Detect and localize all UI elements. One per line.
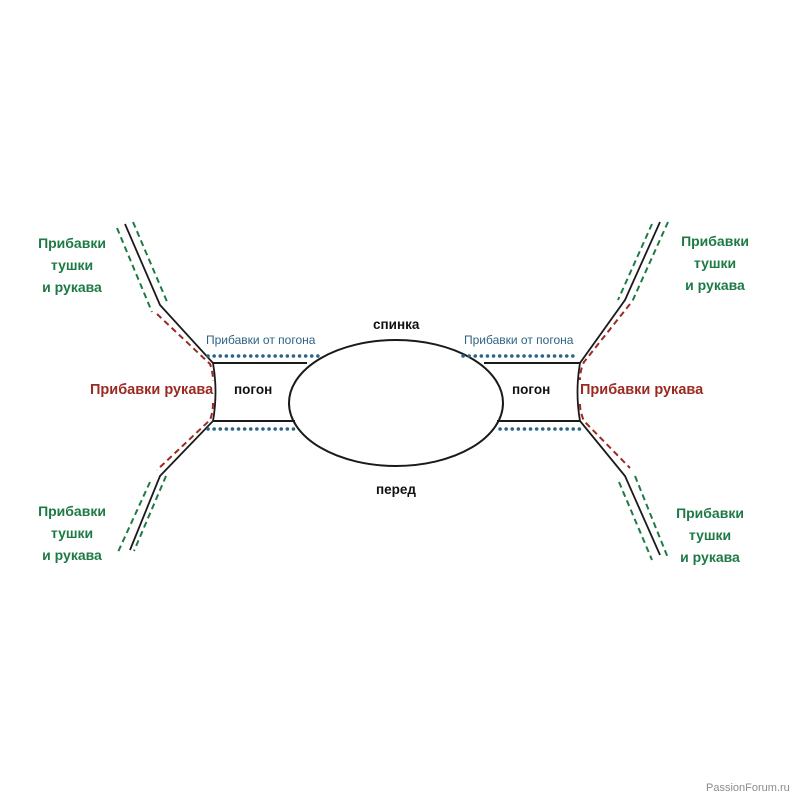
strap-increase-label-right: Прибавки от погона: [464, 333, 574, 347]
strap-right: [484, 362, 580, 422]
strap-increase-label-left: Прибавки от погона: [206, 333, 316, 347]
body-sleeve-increase-dashes: [116, 221, 669, 561]
strap-increase-dots: [206, 354, 582, 431]
strap-left: [213, 362, 307, 422]
sleeve-increase-dashes: [156, 303, 631, 471]
body-sleeve-increase-label-bottom-left: Прибавки тушки и рукава: [38, 503, 106, 563]
raglan-lines: [124, 221, 661, 556]
front-label: перед: [376, 482, 416, 497]
neck-opening: [288, 339, 504, 467]
sleeve-increase-label-left: Прибавки рукава: [90, 382, 214, 398]
back-label: спинка: [373, 317, 420, 332]
strap-label-left: погон: [234, 382, 273, 397]
watermark: PassionForum.ru: [706, 782, 790, 794]
strap-label-right: погон: [512, 382, 551, 397]
body-sleeve-increase-label-bottom-right: Прибавки тушки и рукава: [676, 505, 744, 565]
sleeve-increase-label-right: Прибавки рукава: [580, 382, 704, 398]
body-sleeve-increase-label-top-left: Прибавки тушки и рукава: [38, 235, 106, 295]
body-sleeve-increase-label-top-right: Прибавки тушки и рукава: [681, 233, 749, 293]
